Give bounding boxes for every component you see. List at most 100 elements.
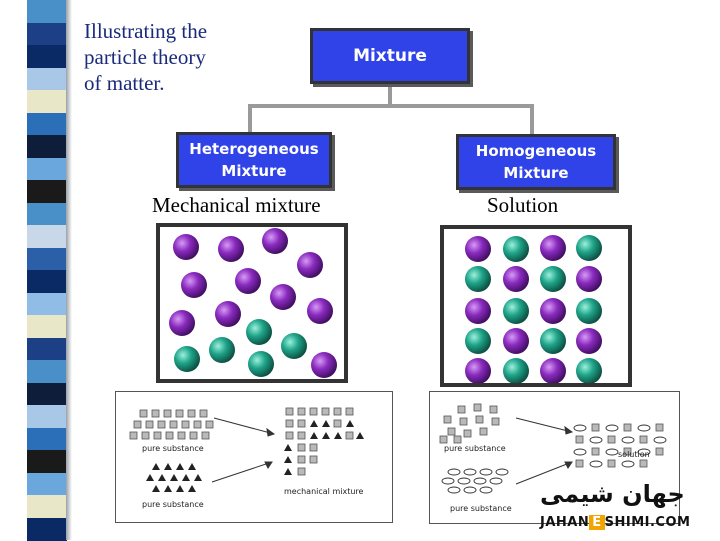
strip-cell — [27, 180, 67, 203]
solution-diagram: pure substance pure substance solution — [429, 391, 680, 524]
strip-cell — [27, 135, 67, 158]
purple-particle — [576, 266, 602, 292]
homogeneous-line1: Homogeneous — [475, 142, 597, 160]
strip-cell — [27, 450, 67, 473]
purple-particle — [465, 358, 491, 384]
heterogeneous-line1: Heterogeneous — [189, 140, 319, 158]
solution-mixed-group — [573, 423, 667, 468]
strip-cells — [27, 0, 67, 541]
strip-cell — [27, 90, 67, 113]
green-particle — [576, 298, 602, 324]
green-particle — [248, 351, 274, 377]
arrows-group — [211, 417, 276, 483]
mixed-particles-group — [284, 407, 364, 476]
green-particle — [503, 298, 529, 324]
strip-cell — [27, 405, 67, 428]
strip-cell — [27, 45, 67, 68]
strip-cell — [27, 495, 67, 518]
green-particle — [540, 266, 566, 292]
purple-particle — [465, 236, 491, 262]
purple-particle — [181, 272, 207, 298]
strip-cell — [27, 382, 67, 406]
pure-substance-label-1: pure substance — [142, 444, 204, 453]
purple-particle — [465, 298, 491, 324]
solution-ovals-group — [441, 468, 509, 494]
heterogeneous-box: Heterogeneous Mixture — [176, 132, 332, 188]
mechanical-mixture-label: mechanical mixture — [284, 487, 364, 496]
mechanical-mixture-sketch — [129, 407, 364, 492]
pure-triangles-group — [146, 463, 202, 492]
solution-caption: Solution — [487, 193, 559, 217]
purple-particle — [540, 235, 566, 261]
solution-arrows-group — [515, 417, 574, 485]
purple-particle — [235, 268, 261, 294]
solution-panel — [440, 225, 632, 387]
strip-cell — [27, 315, 67, 338]
purple-particle — [540, 298, 566, 324]
purple-particle — [576, 328, 602, 354]
strip-shadow — [66, 0, 72, 540]
solution-squares-group — [439, 403, 500, 444]
strip-cell — [27, 157, 67, 181]
watermark-logo-text: جهان شیمی — [540, 480, 685, 508]
strip-cell — [27, 22, 67, 46]
green-particle — [540, 328, 566, 354]
mechanical-mixture-particles — [169, 228, 337, 378]
mechanical-mixture-caption: Mechanical mixture — [152, 193, 321, 217]
pure-substance-label-2: pure substance — [142, 500, 204, 509]
purple-particle — [270, 284, 296, 310]
homogeneous-box: Homogeneous Mixture — [456, 134, 616, 190]
purple-particle — [297, 252, 323, 278]
green-particle — [246, 319, 272, 345]
purple-particle — [503, 266, 529, 292]
heterogeneous-line2: Mixture — [221, 162, 287, 180]
green-particle — [503, 358, 529, 384]
strip-cell — [27, 0, 67, 23]
green-particle — [465, 266, 491, 292]
strip-cell — [27, 247, 67, 271]
intro-text: Illustrating the particle theory of matt… — [84, 19, 208, 95]
green-particle — [174, 346, 200, 372]
mechanical-mixture-panel — [156, 223, 348, 383]
solution-sketch — [439, 403, 667, 494]
mixture-box: Mixture — [310, 28, 470, 84]
green-particle — [576, 358, 602, 384]
homogeneous-line2: Mixture — [503, 164, 569, 182]
purple-particle — [169, 310, 195, 336]
strip-cell — [27, 270, 67, 293]
solution-pure-label-1: pure substance — [444, 444, 506, 453]
watermark-url-part3: SHIMI.COM — [604, 515, 691, 530]
connector-right-down — [530, 104, 534, 134]
green-particle — [209, 337, 235, 363]
strip-cell — [27, 472, 67, 496]
connector-root-down — [388, 84, 392, 106]
strip-cell — [27, 427, 67, 451]
green-particle — [576, 235, 602, 261]
solution-result-label: solution — [618, 450, 650, 459]
strip-cell — [27, 67, 67, 91]
connector-left-down — [248, 104, 252, 134]
strip-cell — [27, 517, 67, 541]
purple-particle — [540, 358, 566, 384]
green-particle — [281, 333, 307, 359]
solution-pure-label-2: pure substance — [450, 504, 512, 513]
purple-particle — [503, 328, 529, 354]
connector-horizontal — [248, 104, 534, 108]
strip-cell — [27, 112, 67, 136]
purple-particle — [311, 352, 337, 378]
pure-squares-group — [129, 409, 214, 440]
decorative-strip — [0, 0, 72, 541]
strip-cell — [27, 292, 67, 316]
mixture-box-label: Mixture — [353, 46, 427, 66]
purple-particle — [262, 228, 288, 254]
strip-cell — [27, 360, 67, 383]
strip-cell — [27, 225, 67, 248]
mechanical-mixture-diagram: pure substance pure substance mechanical… — [115, 391, 393, 523]
watermark-url-part2: E — [589, 515, 605, 530]
strip-cell — [27, 202, 67, 226]
green-particle — [465, 328, 491, 354]
purple-particle — [215, 301, 241, 327]
purple-particle — [173, 234, 199, 260]
